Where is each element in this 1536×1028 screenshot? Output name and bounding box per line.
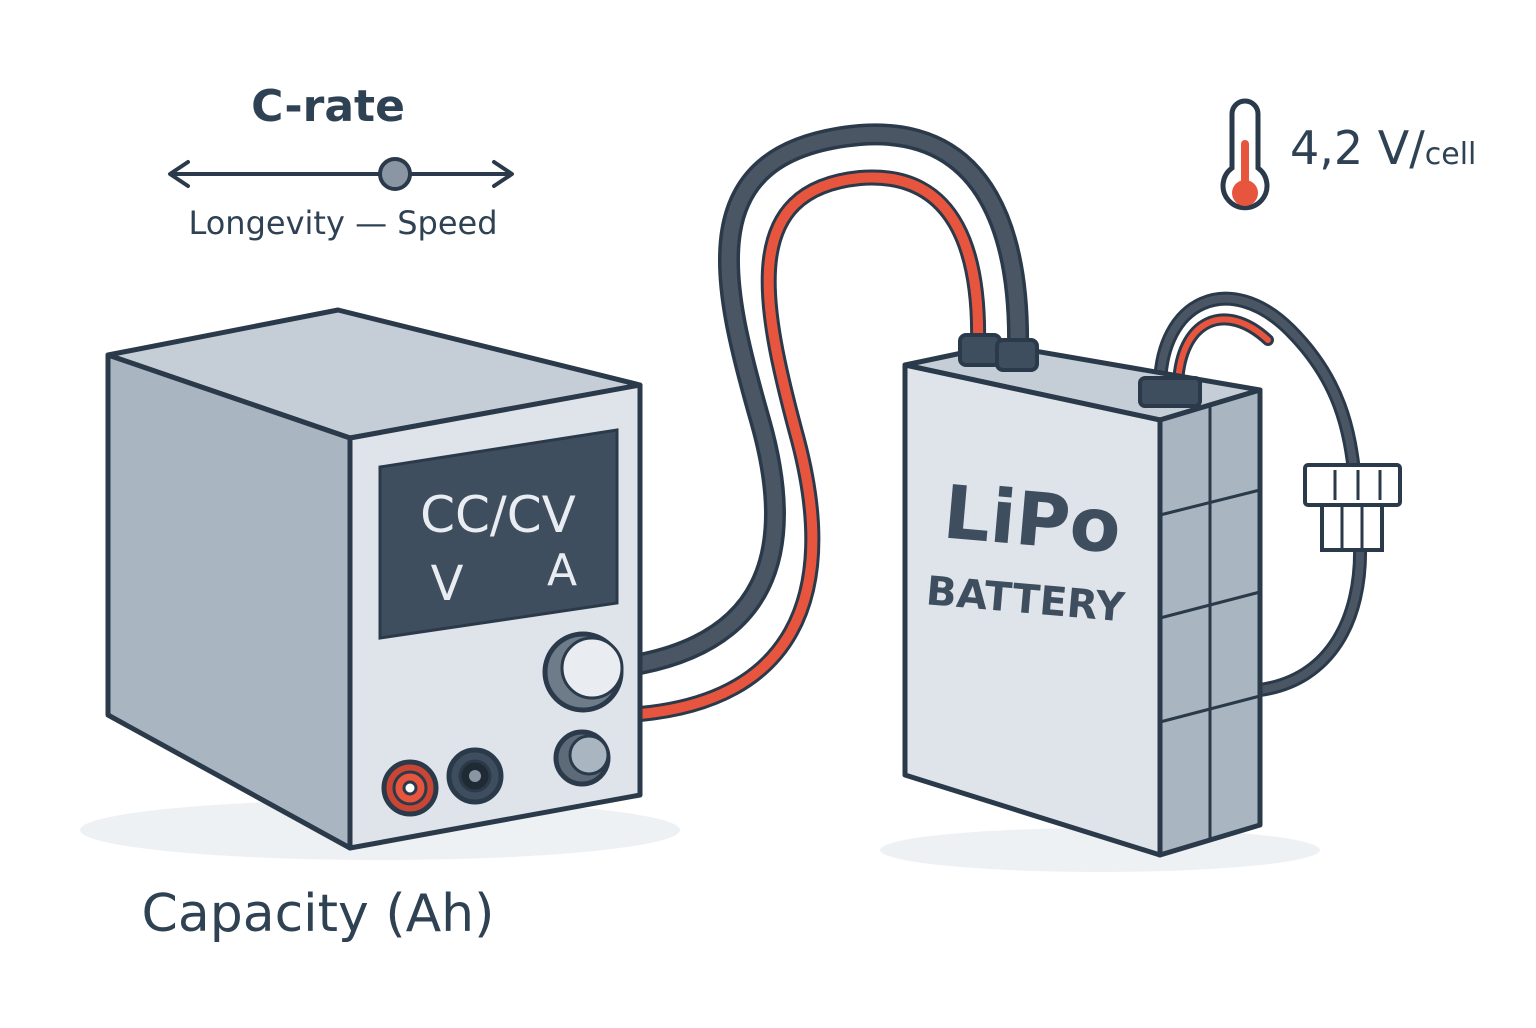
voltage-per-cell: 4,2 V/cell xyxy=(1290,121,1476,175)
screen-volts-label: V xyxy=(431,556,464,612)
c-rate-title: C-rate xyxy=(251,81,405,132)
main-cable xyxy=(629,123,1030,722)
balance-cable xyxy=(1153,291,1402,697)
battery-balance-lead-base xyxy=(1138,376,1202,408)
thermometer-group: 4,2 V/cell xyxy=(1220,98,1476,211)
charger-screen xyxy=(378,428,619,640)
negative-terminal[interactable] xyxy=(446,747,504,805)
charger: CC/CV V A xyxy=(105,307,643,851)
positive-terminal[interactable] xyxy=(381,759,439,817)
voltage-knob[interactable] xyxy=(542,631,624,713)
lipo-battery: LiPo BATTERY xyxy=(902,333,1263,858)
voltage-value: 4,2 V/ xyxy=(1290,121,1425,175)
slider-knob-icon[interactable] xyxy=(378,157,412,191)
current-knob[interactable] xyxy=(553,729,611,787)
balance-connector-icon xyxy=(1303,463,1402,552)
battery-label-lipo: LiPo xyxy=(940,470,1124,571)
negative-wire xyxy=(632,126,1026,672)
c-rate-group: C-rate Longevity — Speed xyxy=(168,81,514,242)
charger-side xyxy=(105,352,353,851)
voltage-unit: cell xyxy=(1425,137,1477,172)
screen-amps-label: A xyxy=(547,545,577,596)
thermometer-icon xyxy=(1220,98,1270,211)
positive-wire xyxy=(635,172,984,719)
c-rate-scale-label: Longevity — Speed xyxy=(188,204,497,242)
capacity-label: Capacity (Ah) xyxy=(142,884,495,944)
battery-cell-seams xyxy=(1159,405,1261,840)
screen-mode-label: CC/CV xyxy=(420,486,576,544)
right-arrow-icon xyxy=(492,160,514,188)
battery-power-leads xyxy=(958,333,1039,372)
battery-label: LiPo BATTERY xyxy=(924,470,1127,632)
left-arrow-icon xyxy=(168,160,190,188)
